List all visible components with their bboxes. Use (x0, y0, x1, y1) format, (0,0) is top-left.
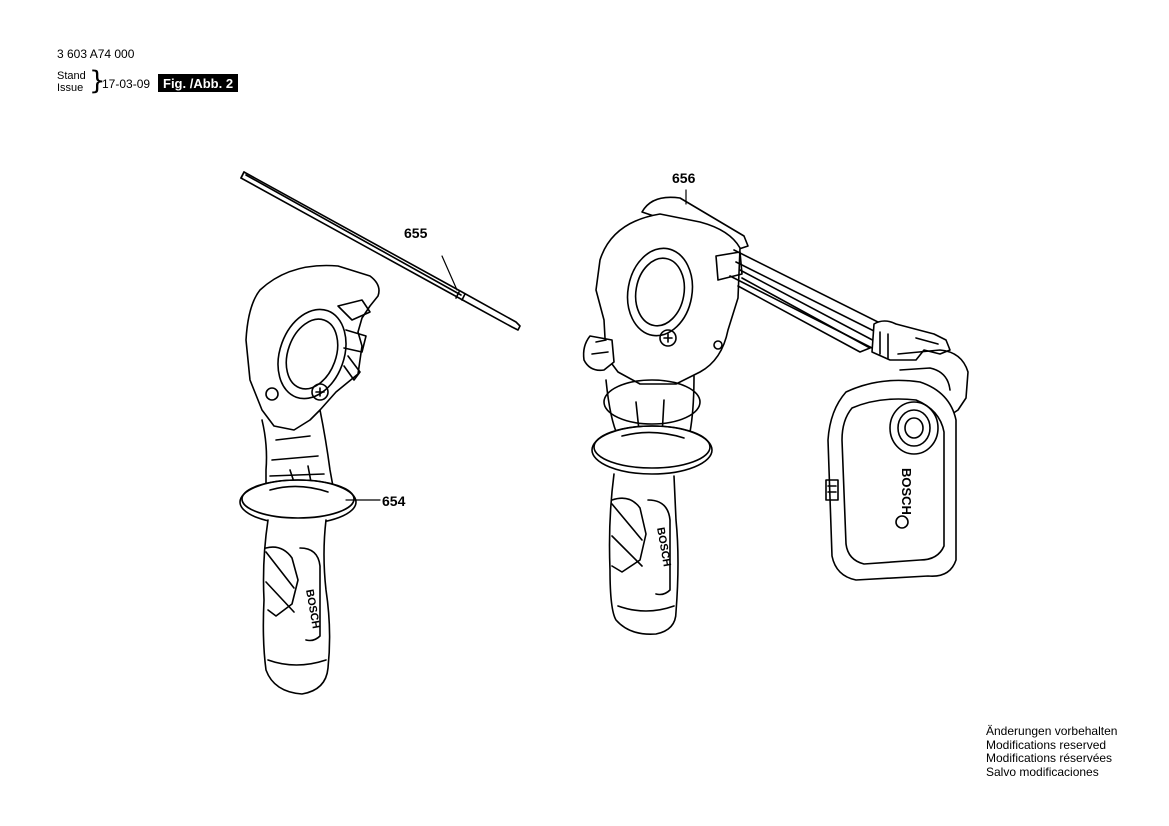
brace-symbol: } (89, 66, 106, 96)
dust-extraction-656 (582, 196, 969, 636)
callout-654: 654 (382, 493, 406, 509)
part-number: 3 603 A74 000 (57, 47, 135, 61)
note-es: Salvo modificaciones (986, 764, 1099, 779)
figure-label: Fig. /Abb. 2 (158, 74, 239, 92)
issue-label: Issue (57, 82, 84, 94)
depth-rod-655 (240, 171, 521, 331)
auxiliary-handle-654 (239, 264, 380, 695)
stand-issue-label: Stand Issue (57, 70, 86, 94)
modification-notes: Änderungen vorbehalten Modifications res… (986, 724, 1118, 779)
note-fr: Modifications réservées (986, 751, 1113, 765)
dustbox-brand-656: BOSCH (899, 468, 914, 515)
note-en: Modifications reserved (986, 737, 1107, 752)
callout-655: 655 (404, 225, 428, 241)
callout-656: 656 (672, 170, 696, 186)
stand-label: Stand (57, 70, 86, 82)
leader-655 (441, 255, 458, 291)
note-de: Änderungen vorbehalten (986, 724, 1118, 738)
issue-date: 17-03-09 (102, 77, 151, 91)
